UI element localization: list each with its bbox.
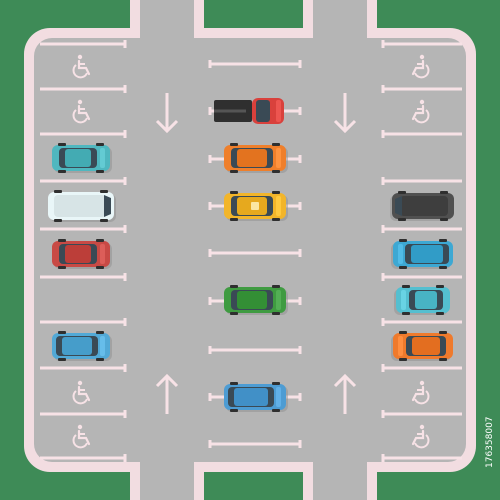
left-spot-line — [40, 364, 127, 372]
vehicle-hatchback — [52, 143, 112, 173]
vehicle-sedan — [224, 143, 288, 173]
lane-arrow-down — [333, 93, 357, 134]
left-spot-line — [40, 273, 127, 281]
right-spot-line — [381, 40, 462, 48]
vehicle-tow-truck — [214, 98, 284, 124]
parking-markings — [40, 40, 462, 462]
lane-arrow-down — [155, 93, 179, 134]
middle-spot-line — [208, 249, 302, 257]
vehicle-van — [48, 190, 116, 222]
vehicle-sedan — [391, 331, 453, 361]
left-spot-line — [40, 177, 127, 185]
left-spot-line — [40, 318, 127, 326]
vehicle-hatchback — [394, 285, 450, 315]
middle-spot-line — [208, 346, 302, 354]
right-spot-line — [381, 273, 462, 281]
right-spot-line — [381, 85, 462, 93]
left-spot-line — [40, 130, 127, 138]
wheelchair-icon — [72, 99, 91, 124]
vehicle-hatchback — [52, 239, 112, 269]
right-spot-line — [381, 410, 462, 418]
vehicle-wagon — [52, 331, 112, 361]
vehicle-wagon — [224, 382, 288, 412]
right-spot-line — [381, 364, 462, 372]
middle-spot-line — [208, 60, 302, 68]
right-spot-line — [381, 177, 462, 185]
left-spot-line — [40, 454, 127, 462]
vehicle-van — [390, 191, 454, 221]
lane-arrow-up — [155, 373, 179, 414]
left-spot-line — [40, 40, 127, 48]
stock-id: 176358007 — [485, 416, 495, 468]
asphalt — [34, 0, 466, 500]
wheelchair-icon — [411, 380, 430, 405]
middle-spot-line — [208, 440, 302, 448]
vehicles — [48, 98, 454, 412]
right-spot-line — [381, 225, 462, 233]
wheelchair-icon — [72, 380, 91, 405]
lane-arrow-up — [333, 373, 357, 414]
wheelchair-icon — [411, 424, 430, 449]
left-spot-line — [40, 85, 127, 93]
vehicle-wagon — [391, 239, 453, 269]
right-spot-line — [381, 318, 462, 326]
wheelchair-icon — [72, 424, 91, 449]
left-spot-line — [40, 410, 127, 418]
right-spot-line — [381, 454, 462, 462]
vehicle-taxi — [224, 191, 288, 221]
vehicle-sedan — [224, 285, 288, 315]
right-spot-line — [381, 130, 462, 138]
wheelchair-icon — [72, 54, 91, 79]
left-spot-line — [40, 225, 127, 233]
wheelchair-icon — [411, 54, 430, 79]
wheelchair-icon — [411, 99, 430, 124]
